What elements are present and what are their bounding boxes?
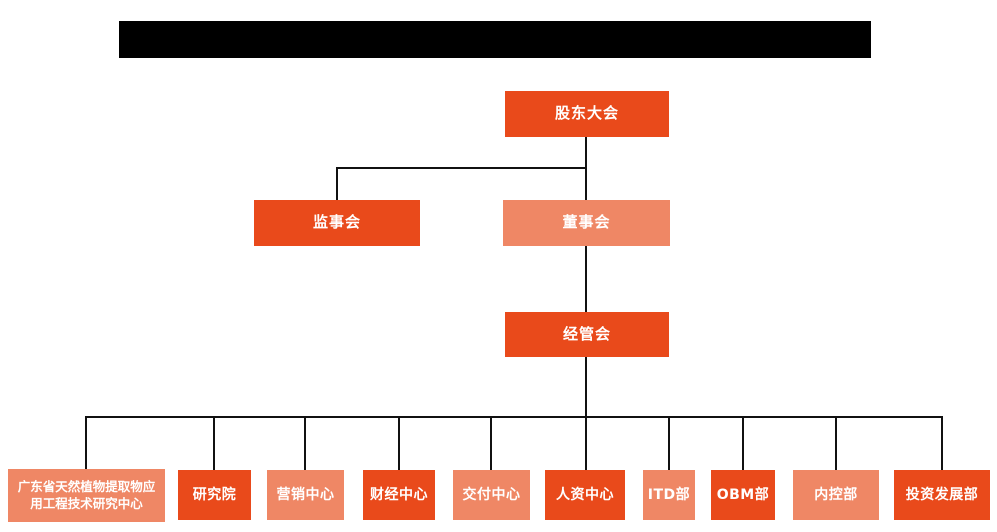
- connector-drop-obm-department: [742, 416, 744, 470]
- connector-drop-hr-center: [585, 416, 587, 470]
- org-node-supervisory-board: 监事会: [254, 200, 420, 246]
- connector-board-to-management: [585, 246, 587, 312]
- connector-management-to-rail: [585, 357, 587, 417]
- connector-supervisory-drop: [336, 167, 338, 200]
- org-node-finance-center: 财经中心: [363, 470, 435, 520]
- org-node-obm-department: OBM部: [711, 470, 775, 520]
- org-node-gd-plant-extract-research-center: 广东省天然植物提取物应用工程技术研究中心: [8, 469, 165, 522]
- connector-drop-itd-department: [668, 416, 670, 470]
- org-node-itd-department: ITD部: [643, 470, 695, 520]
- connector-drop-internal-control-department: [835, 416, 837, 470]
- connector-branch-horizontal: [336, 167, 587, 169]
- org-node-marketing-center: 营销中心: [267, 470, 344, 520]
- org-node-internal-control-department: 内控部: [793, 470, 879, 520]
- connector-drop-delivery-center: [490, 416, 492, 470]
- org-node-management-committee: 经管会: [505, 312, 669, 357]
- connector-drop-marketing-center: [304, 416, 306, 470]
- org-node-shareholders-meeting: 股东大会: [505, 91, 669, 137]
- org-node-board-of-directors: 董事会: [503, 200, 670, 246]
- org-node-delivery-center: 交付中心: [453, 470, 530, 520]
- connector-drop-investment-development-department: [941, 416, 943, 470]
- redacted-title-bar: [119, 21, 871, 58]
- connector-bottom-rail: [85, 416, 943, 418]
- connector-drop-gd-research-center: [85, 416, 87, 469]
- connector-drop-finance-center: [398, 416, 400, 470]
- org-node-investment-development-department: 投资发展部: [894, 470, 990, 520]
- connector-drop-research-institute: [213, 416, 215, 470]
- org-node-hr-center: 人资中心: [545, 470, 625, 520]
- org-node-research-institute: 研究院: [178, 470, 251, 520]
